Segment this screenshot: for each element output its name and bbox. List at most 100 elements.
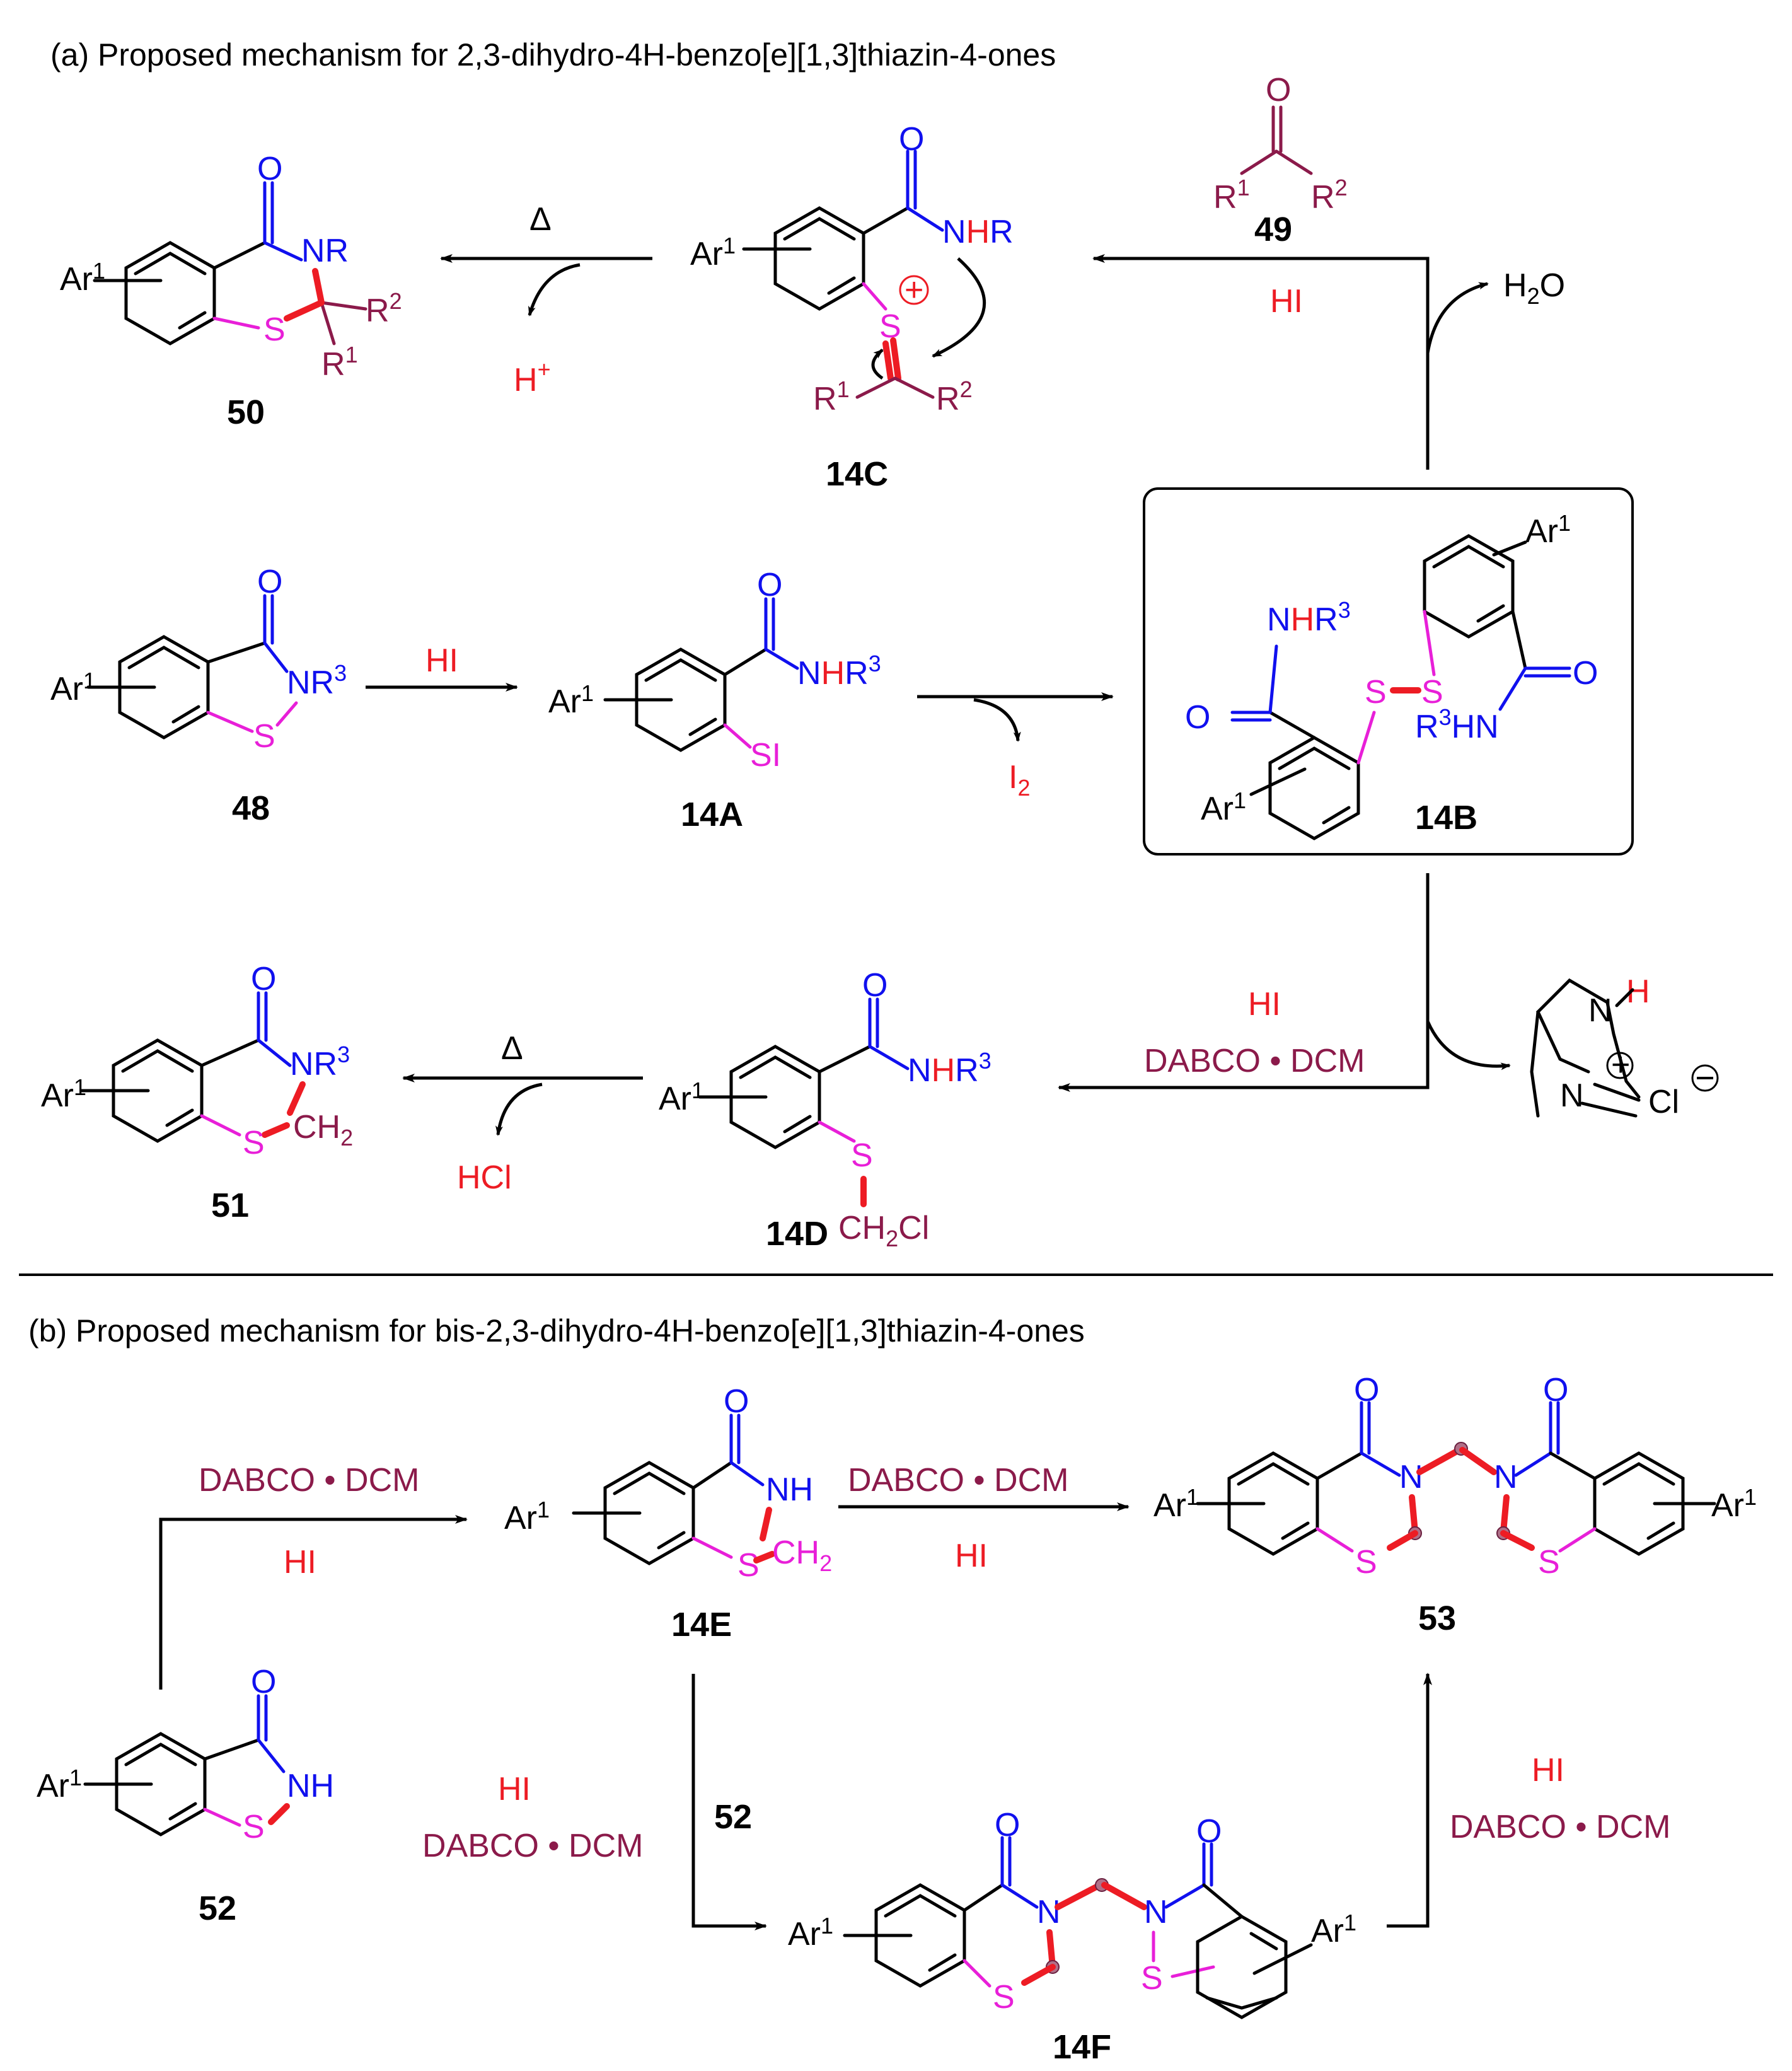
svg-text:R2: R2: [936, 376, 973, 417]
svg-text:O: O: [1354, 1372, 1379, 1408]
svg-text:O: O: [862, 967, 887, 1004]
svg-text:SI: SI: [750, 737, 781, 774]
svg-text:CH2: CH2: [772, 1534, 832, 1576]
svg-text:Ar1: Ar1: [1311, 1910, 1356, 1949]
svg-text:NH: NH: [287, 1768, 334, 1804]
reagent-dabco-5: DABCO • DCM: [1450, 1809, 1670, 1845]
svg-text:R1: R1: [321, 342, 358, 383]
label-51: 51: [211, 1186, 249, 1224]
svg-text:Ar1: Ar1: [659, 1077, 704, 1117]
svg-text:R2: R2: [1311, 175, 1348, 216]
svg-text:NH: NH: [766, 1471, 813, 1508]
reagent-hi-5: HI: [955, 1538, 988, 1574]
svg-text:O: O: [1196, 1813, 1222, 1850]
svg-text:CH2: CH2: [293, 1109, 353, 1151]
delta-1: Δ: [529, 201, 552, 238]
svg-text:N: N: [1144, 1894, 1168, 1930]
arrow-52-to-14e: [159, 1515, 468, 1690]
svg-text:O: O: [724, 1383, 749, 1420]
svg-text:S: S: [1421, 674, 1443, 711]
svg-text:S: S: [263, 311, 286, 348]
svg-text:O: O: [251, 961, 276, 997]
svg-text:S: S: [993, 1979, 1015, 2016]
svg-text:NHR3: NHR3: [797, 651, 881, 692]
dabco-hcl-salt: N H + N Cl: [1530, 973, 1719, 1120]
compound-14b: Ar1 O NHR3 S S Ar1 O R3HN 14B: [1143, 487, 1634, 856]
svg-text:NHR3: NHR3: [1267, 597, 1351, 638]
label-14e: 14E: [671, 1606, 732, 1644]
svg-text:+: +: [905, 272, 923, 308]
svg-text:Ar1: Ar1: [548, 680, 594, 720]
label-14b: 14B: [1415, 799, 1477, 837]
compound-14a: Ar1 O NHR3 SI 14A: [548, 567, 881, 833]
svg-text:S: S: [851, 1137, 873, 1174]
svg-text:O: O: [251, 1664, 276, 1700]
svg-text:+: +: [1611, 1047, 1630, 1083]
label-14d: 14D: [766, 1215, 828, 1253]
section-b-title: (b) Proposed mechanism for bis-2,3-dihyd…: [28, 1313, 1085, 1349]
svg-text:Ar1: Ar1: [1711, 1484, 1757, 1524]
reagent-52: 52: [714, 1798, 752, 1836]
svg-text:S: S: [243, 1809, 265, 1845]
compound-52: Ar1 O NH S 52: [37, 1664, 334, 1927]
label-14c: 14C: [826, 455, 888, 493]
svg-text:R3HN: R3HN: [1415, 704, 1499, 745]
section-a-title: (a) Proposed mechanism for 2,3-dihydro-4…: [50, 37, 1056, 73]
reagent-dabco-1: DABCO • DCM: [1144, 1043, 1365, 1079]
compound-50: Ar1 O NR R2 R1 S 50: [60, 151, 402, 431]
compound-14f: Ar1 O N S N O S Ar1 14F: [788, 1807, 1356, 2066]
svg-text:NHR3: NHR3: [908, 1048, 991, 1089]
svg-text:N: N: [1399, 1459, 1423, 1495]
arrow-14f-to-53: [1387, 1673, 1432, 1928]
label-49: 49: [1254, 211, 1292, 248]
svg-text:O: O: [1266, 72, 1291, 108]
hcl: HCl: [457, 1159, 512, 1196]
svg-text:S: S: [253, 718, 275, 755]
compound-51: Ar1 O NR3 CH2 S 51: [41, 961, 353, 1224]
delta-2: Δ: [501, 1030, 523, 1067]
svg-text:S: S: [737, 1547, 760, 1584]
label-50: 50: [227, 393, 265, 431]
svg-text:S: S: [879, 308, 901, 345]
svg-text:CH2Cl: CH2Cl: [838, 1210, 929, 1251]
svg-text:Ar1: Ar1: [60, 258, 105, 298]
svg-text:Ar1: Ar1: [1153, 1484, 1199, 1524]
svg-text:Ar1: Ar1: [504, 1497, 550, 1536]
svg-text:Ar1: Ar1: [1201, 787, 1246, 827]
svg-text:O: O: [899, 121, 924, 158]
svg-text:O: O: [257, 151, 282, 187]
svg-text:Ar1: Ar1: [41, 1074, 86, 1114]
svg-text:Cl: Cl: [1648, 1084, 1679, 1120]
svg-text:S: S: [1355, 1544, 1377, 1581]
svg-text:S: S: [1538, 1544, 1560, 1581]
svg-text:O: O: [995, 1807, 1020, 1843]
svg-text:N: N: [1588, 992, 1612, 1029]
svg-text:Ar1: Ar1: [690, 233, 736, 272]
svg-text:S: S: [1141, 1960, 1163, 1997]
reagent-dabco-3: DABCO • DCM: [848, 1462, 1068, 1499]
compound-53: Ar1 O N S N O Ar1 S 53: [1153, 1372, 1757, 1637]
svg-text:R1: R1: [1213, 175, 1250, 216]
compound-48: Ar1 O NR3 S 48: [50, 564, 347, 827]
reagent-hi-6: HI: [498, 1771, 531, 1807]
compound-14e: Ar1 O NH S CH2 14E: [504, 1383, 832, 1644]
reagent-dabco-4: DABCO • DCM: [422, 1828, 643, 1864]
label-48: 48: [232, 789, 270, 827]
label-14a: 14A: [681, 796, 743, 833]
i2: I2: [1009, 759, 1030, 801]
label-14f: 14F: [1053, 2028, 1111, 2066]
svg-text:R2: R2: [366, 288, 402, 329]
svg-text:O: O: [1543, 1372, 1568, 1408]
reagent-hi-1: HI: [1270, 283, 1303, 320]
label-53: 53: [1418, 1599, 1456, 1637]
svg-text:R1: R1: [813, 376, 850, 417]
reagent-dabco-2: DABCO • DCM: [199, 1462, 419, 1499]
arrow-14b-to-14d: [1058, 873, 1430, 1092]
label-52: 52: [199, 1889, 236, 1927]
svg-text:Ar1: Ar1: [788, 1913, 833, 1952]
svg-text:N: N: [1494, 1459, 1518, 1495]
h2o: H2O: [1503, 267, 1565, 309]
svg-text:N: N: [1560, 1077, 1584, 1114]
svg-text:S: S: [1365, 674, 1387, 711]
svg-text:Ar1: Ar1: [50, 668, 96, 707]
